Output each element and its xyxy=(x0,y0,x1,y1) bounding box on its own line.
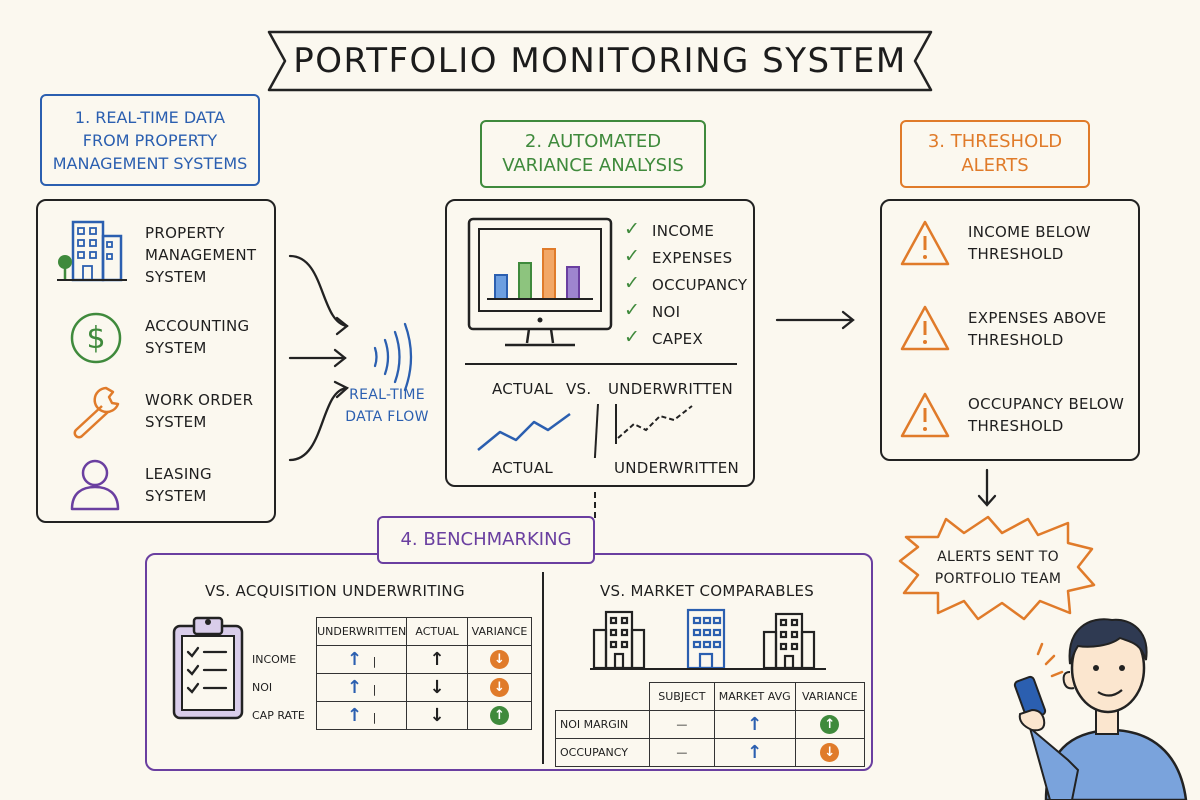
arrow-down-icon: ↓ xyxy=(429,677,445,698)
alert-burst xyxy=(898,515,1096,621)
col-header: SUBJECT xyxy=(648,682,715,711)
monitor-icon xyxy=(467,217,613,347)
building-icon xyxy=(762,612,816,670)
clipboard-icon xyxy=(172,616,244,720)
connector xyxy=(594,492,596,520)
line-label-underwritten: UNDERWRITTEN xyxy=(614,459,740,477)
section4-header: 4. BENCHMARKING xyxy=(377,516,595,564)
arrow-up-icon: ↑ xyxy=(747,742,763,763)
data-flow-label: REAL-TIME DATA FLOW xyxy=(345,387,429,425)
line-label-actual: ACTUAL xyxy=(492,459,554,477)
warning-icon xyxy=(900,305,950,351)
check-noi: NOI xyxy=(652,303,681,321)
row-label: NOI xyxy=(252,681,273,694)
col-header: UNDERWRITTEN xyxy=(316,617,408,646)
data-flow-arrows xyxy=(288,254,413,462)
arrow-down-badge-icon: ↓ xyxy=(489,678,509,697)
table-row: NOI MARGIN — ↑ ↑ xyxy=(555,710,866,739)
arrow-up-icon: ↑ xyxy=(347,705,363,726)
check-income: INCOME xyxy=(652,222,715,240)
arrow-down-icon: ↓ xyxy=(429,705,445,726)
col-header: VARIANCE xyxy=(794,682,866,711)
compare-vs: VS. xyxy=(566,380,592,398)
arrow-up-icon: ↑ xyxy=(429,649,445,670)
building-icon xyxy=(57,220,127,282)
arrow-right xyxy=(775,310,855,330)
arrow-up-icon: ↑ xyxy=(347,677,363,698)
building-icon xyxy=(686,608,726,670)
arrow-down-badge-icon: ↓ xyxy=(489,650,509,669)
col-header: ACTUAL xyxy=(406,617,468,646)
comparable-buildings xyxy=(590,608,826,670)
col-header: MARKET AVG xyxy=(713,682,796,711)
person-phone-icon xyxy=(1013,618,1188,800)
check-icon: ✓ xyxy=(624,272,640,294)
row-label: OCCUPANCY xyxy=(555,738,650,767)
table-row: INCOME ↑ | ↑ ↓ xyxy=(252,645,533,674)
compare-underwritten: UNDERWRITTEN xyxy=(608,380,734,398)
divider xyxy=(465,363,737,365)
alert-income: INCOME BELOW THRESHOLD xyxy=(968,223,1091,263)
row-label: INCOME xyxy=(252,653,297,666)
check-icon: ✓ xyxy=(624,218,640,240)
check-icon: ✓ xyxy=(624,299,640,321)
table-row: OCCUPANCY — ↑ ↓ xyxy=(555,738,866,767)
banner-frame xyxy=(267,30,933,92)
alert-occupancy: OCCUPANCY BELOW THRESHOLD xyxy=(968,395,1125,435)
compare-actual: ACTUAL xyxy=(492,380,554,398)
arrow-up-icon: ↑ xyxy=(747,714,763,735)
underwriting-table: UNDERWRITTEN ACTUAL VARIANCE INCOME ↑ | … xyxy=(252,617,533,730)
arrow-up-badge-icon: ↑ xyxy=(820,715,840,734)
title-banner: PORTFOLIO MONITORING SYSTEM xyxy=(265,26,935,96)
row-label: CAP RATE xyxy=(252,709,305,722)
source-label-work-order: WORK ORDER SYSTEM xyxy=(145,391,254,431)
source-label-accounting: ACCOUNTING SYSTEM xyxy=(145,317,250,357)
arrow-up-icon: ↑ xyxy=(347,649,363,670)
check-icon: ✓ xyxy=(624,326,640,348)
person-icon xyxy=(70,459,120,511)
source-label-leasing: LEASING SYSTEM xyxy=(145,465,212,505)
building-icon xyxy=(592,610,646,670)
section1-header: 1. REAL-TIME DATA FROM PROPERTY MANAGEME… xyxy=(40,94,260,186)
section3-header: 3. THRESHOLD ALERTS xyxy=(900,120,1090,188)
divider xyxy=(542,572,544,764)
warning-icon xyxy=(900,220,950,266)
arrow-up-badge-icon: ↑ xyxy=(489,706,509,725)
wrench-icon xyxy=(73,386,120,439)
alerts-panel xyxy=(880,199,1140,461)
svg-text:$: $ xyxy=(86,321,105,356)
alert-expenses: EXPENSES ABOVE THRESHOLD xyxy=(968,309,1107,349)
arrow-down-badge-icon: ↓ xyxy=(820,743,840,762)
check-capex: CAPEX xyxy=(652,330,704,348)
dollar-icon: $ xyxy=(70,312,122,364)
benchmark-left-title: VS. ACQUISITION UNDERWRITING xyxy=(205,582,465,600)
source-label-property: PROPERTY MANAGEMENT SYSTEM xyxy=(145,224,257,286)
warning-icon xyxy=(900,392,950,438)
row-label: NOI MARGIN xyxy=(555,710,650,739)
check-icon: ✓ xyxy=(624,245,640,267)
table-row: CAP RATE ↑ | ↓ ↑ xyxy=(252,701,533,730)
col-header: VARIANCE xyxy=(466,617,533,646)
table-row: NOI ↑ | ↓ ↓ xyxy=(252,673,533,702)
arrow-down xyxy=(977,468,997,507)
benchmark-right-title: VS. MARKET COMPARABLES xyxy=(600,582,815,600)
data-sources-panel xyxy=(36,199,276,523)
page-title: PORTFOLIO MONITORING SYSTEM xyxy=(293,41,907,81)
trend-lines xyxy=(477,403,693,458)
check-occupancy: OCCUPANCY xyxy=(652,276,748,294)
market-table: SUBJECT MARKET AVG VARIANCE NOI MARGIN —… xyxy=(555,682,866,767)
section2-header: 2. AUTOMATED VARIANCE ANALYSIS xyxy=(480,120,706,188)
check-expenses: EXPENSES xyxy=(652,249,733,267)
burst-label: ALERTS SENT TO PORTFOLIO TEAM xyxy=(934,549,1062,587)
